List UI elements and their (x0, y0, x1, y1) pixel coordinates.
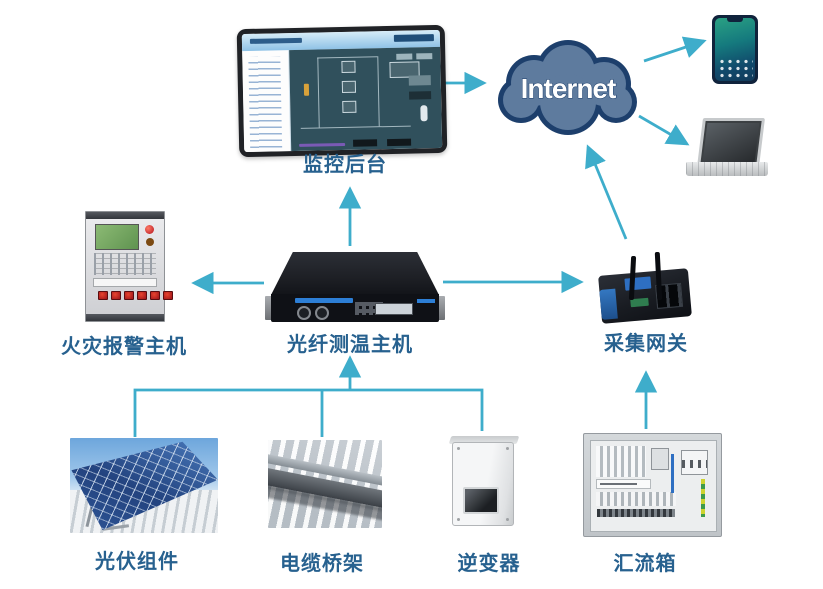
fiber-host-tag (417, 299, 435, 303)
fiber-host-icon (271, 252, 439, 295)
fiber-host-nameplate (295, 298, 353, 303)
busbar (596, 478, 651, 489)
inverter-display-window (463, 487, 499, 514)
smartphone-icon (712, 15, 758, 84)
scada-mimic-diagram (289, 46, 443, 152)
fiber-host-label: 光纤测温主机 (287, 334, 413, 356)
pv-modules-icon (70, 438, 218, 533)
contactor-block (681, 450, 708, 476)
fiber-host-display (375, 303, 413, 315)
combiner-box-label: 汇流箱 (613, 553, 677, 575)
rack-ear-right (438, 296, 445, 320)
fire-alarm-lcd (95, 224, 139, 250)
ground-wire (701, 478, 705, 517)
monitor-icon (236, 24, 448, 158)
fiber-host-front-panel (271, 294, 439, 322)
wire-row (597, 509, 675, 518)
gateway-blue-panel (599, 288, 618, 320)
fire-alarm-led (145, 225, 154, 234)
laptop-icon (686, 118, 768, 182)
rack-ear-left (265, 296, 272, 320)
inverter-body (452, 442, 514, 526)
monitor-screen (241, 29, 443, 153)
arrow-internet-to-phone (643, 36, 707, 63)
scada-logo (249, 37, 302, 44)
cable-tray-label: 电缆桥架 (280, 553, 364, 575)
internet-label: Internet (521, 73, 616, 104)
gateway-label: 采集网关 (604, 333, 688, 355)
blue-wire (671, 453, 674, 494)
bus-line-bottom (133, 388, 484, 437)
arrow-gateway-to-internet (585, 144, 628, 240)
laptop-keyboard (686, 162, 768, 176)
cable-tray-icon (268, 440, 382, 528)
fire-alarm-host-icon (85, 211, 173, 322)
scada-tree-sidebar (242, 50, 292, 153)
phone-notch (727, 18, 743, 22)
monitor-label: 监控后台 (303, 154, 387, 176)
fire-alarm-label: 火灾报警主机 (61, 336, 187, 358)
phone-app-grid (717, 57, 753, 79)
fiber-port-2 (315, 306, 329, 320)
terminal-row (596, 492, 676, 506)
inverter-icon (448, 436, 524, 528)
scada-header-buttons (393, 34, 434, 42)
laptop-screen (696, 118, 766, 167)
fire-alarm-buttons (98, 291, 173, 300)
cloud-fill (503, 45, 632, 130)
pv-modules-label: 光伏组件 (95, 551, 179, 573)
relay-block (651, 448, 670, 470)
inverter-label: 逆变器 (457, 553, 521, 575)
gateway-body (598, 268, 692, 324)
arrow-internet-to-laptop (638, 114, 690, 146)
combiner-box-icon (583, 433, 722, 537)
gateway-icon (598, 250, 696, 328)
fuse-holders (596, 446, 646, 477)
fiber-port-1 (297, 306, 311, 320)
combiner-interior (590, 440, 717, 532)
internet-cloud-icon: Internet (492, 36, 644, 142)
fire-alarm-indicators (94, 253, 156, 275)
